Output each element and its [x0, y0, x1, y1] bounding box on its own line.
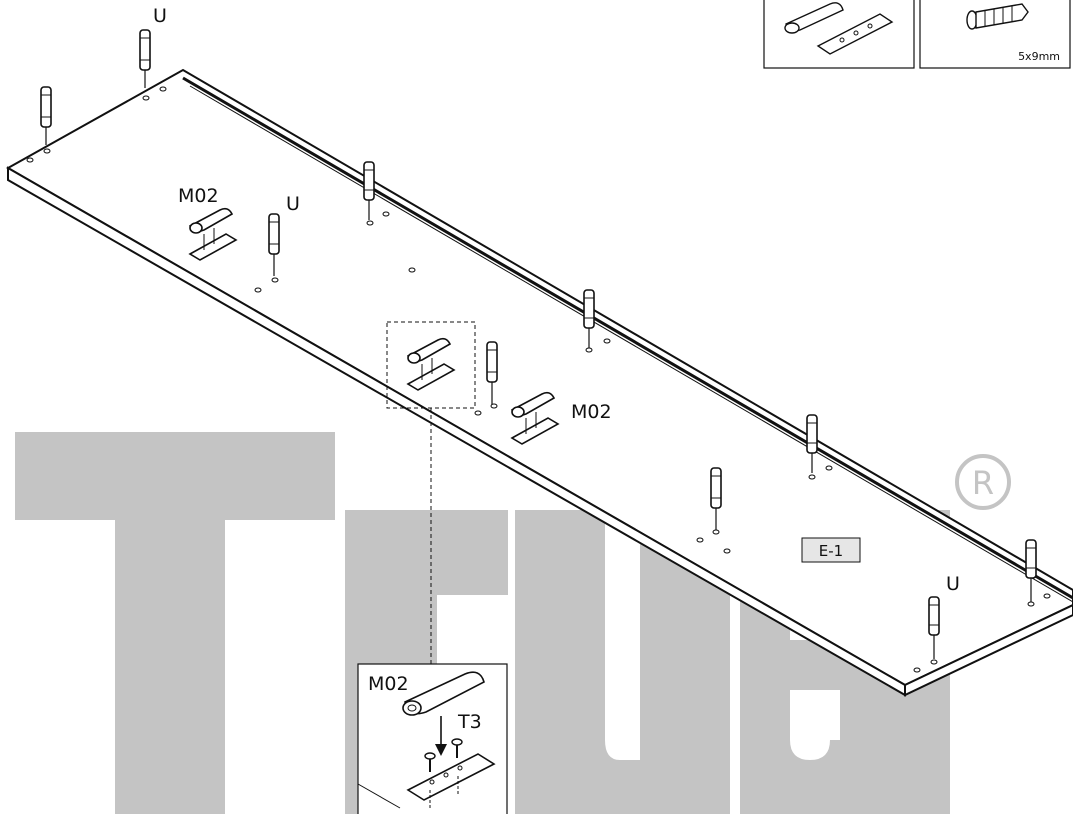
dowel — [928, 596, 940, 659]
dowel — [710, 467, 722, 532]
panel-id-tag: E-1 — [801, 537, 861, 563]
screw-size-label: 5x9mm — [1018, 50, 1060, 63]
arrow-down-icon — [435, 744, 447, 756]
detail-screw-label: T3 — [457, 711, 482, 733]
watermark-letter-u — [515, 510, 730, 814]
label-dowel-top: U — [153, 5, 167, 27]
drill-holes — [26, 86, 1051, 673]
screw-icon — [424, 738, 463, 772]
connector-part-icon — [784, 2, 894, 55]
dowel — [363, 161, 375, 220]
connector-m02-center — [510, 391, 560, 445]
dowels — [40, 29, 1037, 659]
connector-m02-detail-source — [406, 337, 456, 391]
screw-part-icon — [966, 3, 1029, 30]
detail-panel: M02 T3 — [357, 663, 508, 814]
label-connector-left: M02 — [178, 185, 219, 207]
label-connector-center: M02 — [571, 401, 612, 423]
parts-legend: 5x9mm — [763, 0, 1071, 69]
panel-id-label: E-1 — [819, 542, 843, 560]
dowel — [139, 29, 151, 88]
label-dowel-right: U — [946, 573, 960, 595]
dowel — [583, 289, 595, 348]
registered-mark: R — [955, 454, 1011, 510]
dowel — [268, 213, 280, 276]
dowel — [1025, 539, 1037, 602]
dowel — [486, 341, 498, 406]
dowel — [40, 86, 52, 145]
connector-m02-left — [188, 207, 238, 261]
label-dowel-middle: U — [286, 193, 300, 215]
detail-part-label: M02 — [368, 673, 409, 695]
dowel — [806, 414, 818, 473]
registered-mark-letter: R — [972, 464, 994, 502]
